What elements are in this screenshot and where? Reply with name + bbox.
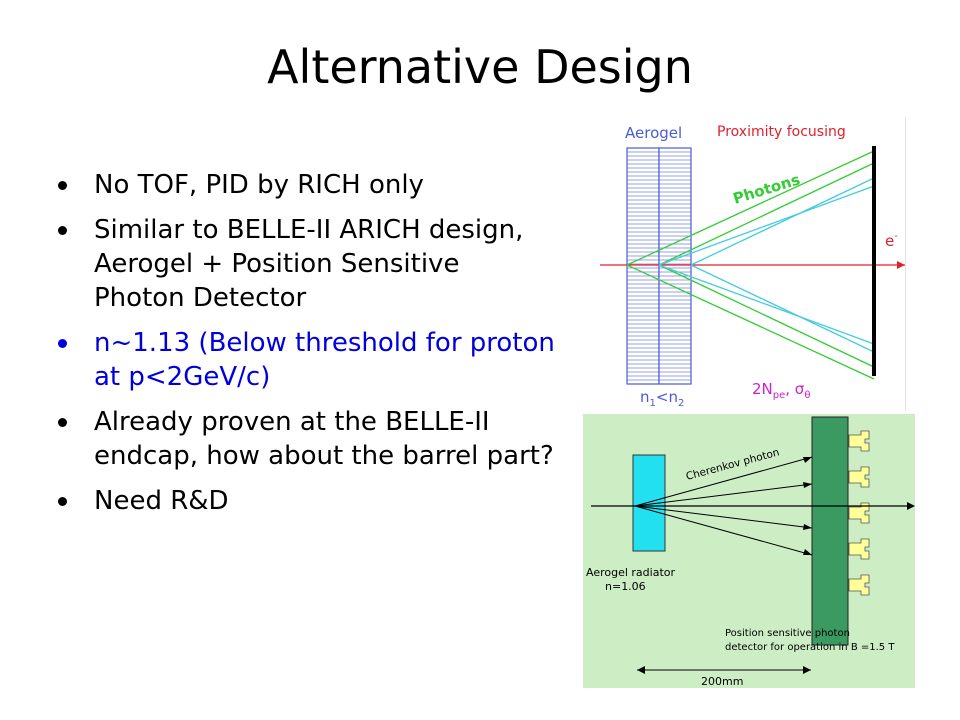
bullet-item: No TOF, PID by RICH only [58,168,558,202]
proximity-focusing-diagram: Aerogel Proximity focusing Photons e- n1… [600,118,906,410]
bullet-text: Already proven at the BELLE-II endcap, h… [94,407,554,471]
radiator-index-label: n=1.06 [605,580,646,593]
arrow-icon [897,261,905,269]
arrow-icon [907,502,915,510]
aerogel-label: Aerogel [625,124,682,142]
bullet-list: No TOF, PID by RICH only Similar to BELL… [58,168,558,529]
bullet-icon [58,418,67,427]
detector-label-line2: detector for operation in B =1.5 T [725,642,895,653]
aerogel-radiator-label: Aerogel radiator [586,566,675,579]
proximity-focusing-label: Proximity focusing [717,124,846,140]
ray-arrowheads [803,457,812,555]
proximity-diagram-svg: Aerogel Proximity focusing Photons e- n1… [600,124,905,409]
photon-detector-block [811,416,849,646]
bullet-text: n~1.13 (Below threshold for proton at p<… [94,328,555,392]
bullet-item: Similar to BELLE-II ARICH design, Aeroge… [58,213,558,315]
bullet-text: Need R&D [94,486,229,516]
bullet-text: Similar to BELLE-II ARICH design, Aeroge… [94,215,524,313]
bullet-icon [58,339,67,348]
bullet-item-highlight: n~1.13 (Below threshold for proton at p<… [58,326,558,394]
cherenkov-photon-label: Cherenkov photon [685,446,781,483]
arrow-left-icon [637,666,645,674]
bullet-item: Need R&D [58,484,558,518]
arich-schematic: Cherenkov photon Aerogel radiator n=1.06… [583,414,915,688]
aerogel-layer-2 [658,147,692,385]
photon-rays-cyan [658,177,875,353]
refractive-index-label: n1<n2 [640,388,684,409]
aerogel-layer-1 [626,147,660,385]
slide-title: Alternative Design [267,40,693,94]
bullet-text: No TOF, PID by RICH only [94,170,424,200]
bullet-icon [58,181,67,190]
bullet-item: Already proven at the BELLE-II endcap, h… [58,405,558,473]
photon-rays-green [626,150,875,380]
detector-label-line1: Position sensitive photon [725,628,850,639]
distance-label: 200mm [701,675,743,688]
sensor-modules [848,430,870,596]
bullet-icon [58,497,67,506]
bullet-icon [58,226,67,235]
electron-label: e- [885,231,898,250]
arich-schematic-svg: Cherenkov photon Aerogel radiator n=1.06… [586,416,915,688]
arrow-right-icon [803,666,811,674]
npe-sigma-label: 2Npe, σθ [752,380,810,401]
cherenkov-rays [634,456,813,556]
